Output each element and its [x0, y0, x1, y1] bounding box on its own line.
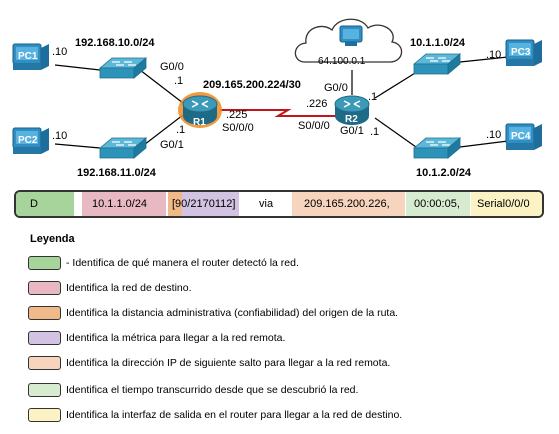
svg-text:R2: R2	[345, 114, 358, 125]
r2-s000-host: .226	[306, 98, 327, 110]
r1-s000-label: S0/0/0	[222, 122, 254, 134]
route-time: 00:00:05,	[414, 198, 460, 210]
r2-s000-label: S0/0/0	[298, 120, 330, 132]
route-network-segment: 10.1.1.0/24	[82, 192, 166, 216]
legend-swatch	[28, 356, 61, 370]
r1-g01-host: .1	[176, 124, 185, 136]
r1-g01-label: G0/1	[160, 139, 184, 151]
route-interface-segment: Serial0/0/0	[471, 192, 542, 216]
pc2-host-label: .10	[52, 130, 67, 142]
legend-swatch	[28, 383, 61, 397]
r1-s000-host: .225	[226, 109, 247, 121]
route-via-segment: via	[259, 198, 274, 210]
route-next-hop: 209.165.200.226,	[304, 198, 390, 210]
network-label-pc4: 10.1.2.0/24	[416, 167, 472, 179]
router-r2-icon: R2	[334, 95, 370, 125]
route-time-segment: 00:00:05,	[406, 192, 470, 216]
route-ad-metric-text: [90/2170112]	[172, 198, 236, 210]
network-label-pc1: 192.168.10.0/24	[75, 37, 155, 49]
pc3-host-label: .10	[486, 49, 501, 61]
serial-network-label: 209.165.200.224/30	[203, 79, 301, 91]
svg-text:PC2: PC2	[18, 135, 38, 146]
pc1-icon: PC1	[12, 43, 50, 71]
legend-swatch	[28, 281, 61, 295]
switch-icon	[99, 137, 147, 159]
r2-g01-host: .1	[370, 126, 379, 138]
svg-text:PC1: PC1	[18, 51, 38, 62]
route-code-segment: D	[16, 192, 74, 216]
legend-swatch	[28, 331, 61, 345]
network-label-pc3: 10.1.1.0/24	[410, 37, 466, 49]
r1-g00-label: G0/0	[160, 61, 184, 73]
serial-link	[220, 109, 338, 117]
pc4-icon: PC4	[505, 123, 543, 151]
pc3-icon: PC3	[505, 39, 543, 67]
route-metric-segment	[182, 192, 239, 216]
network-label-pc2: 192.168.11.0/24	[77, 167, 157, 179]
switch-icon	[99, 57, 147, 79]
r2-g01-label: G0/1	[340, 125, 364, 137]
switch-icon	[413, 53, 461, 75]
legend-swatch	[28, 408, 61, 422]
server-icon	[339, 25, 363, 46]
pc4-host-label: .10	[486, 129, 501, 141]
route-code: D	[30, 198, 38, 210]
r2-g00-host: .1	[368, 91, 377, 103]
r1-g00-host: .1	[174, 75, 183, 87]
svg-text:R1: R1	[193, 117, 206, 128]
cloud-ip-label: 64.100.0.1	[318, 56, 366, 67]
links	[54, 56, 509, 149]
pc2-icon: PC2	[12, 127, 50, 155]
pc1-host-label: .10	[52, 46, 67, 58]
svg-text:PC4: PC4	[511, 131, 531, 142]
router-r1-icon: R1	[178, 92, 222, 128]
network-topology-diagram: 64.100.0.1 PC1 PC2 PC3 PC4 R1 R2 .10 .1	[12, 18, 543, 179]
route-network: 10.1.1.0/24	[92, 198, 148, 210]
legend-title: Leyenda	[30, 233, 75, 245]
route-next-hop-segment: 209.165.200.226,	[292, 192, 405, 216]
legend-swatch	[28, 256, 61, 270]
switch-icon	[413, 137, 461, 159]
legend-swatch	[28, 306, 61, 320]
svg-text:PC3: PC3	[511, 47, 531, 58]
r2-g00-label: G0/0	[324, 82, 348, 94]
route-entry-bar: D 10.1.1.0/24 [90/2170112] via 209.165.2…	[14, 190, 544, 218]
route-ad-segment	[168, 192, 182, 216]
route-interface: Serial0/0/0	[477, 198, 530, 210]
